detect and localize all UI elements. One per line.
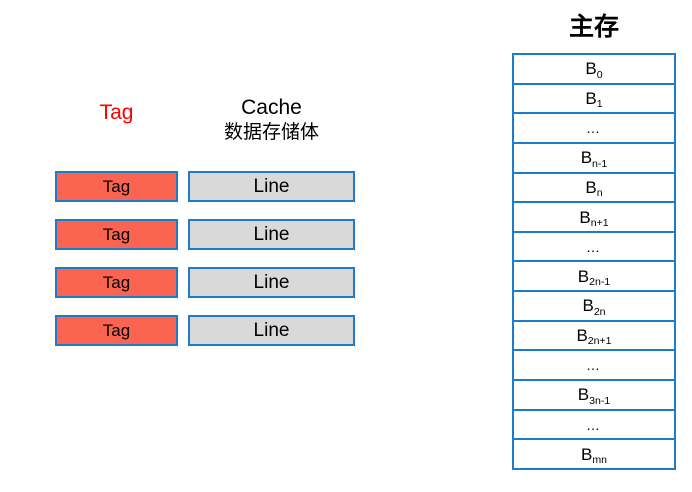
memory-block-subscript: 2n (593, 305, 606, 318)
memory-block-row[interactable]: B2n-1 (514, 262, 674, 293)
cache-column-header-line2: 数据存储体 (223, 122, 319, 143)
memory-block-subscript: n-1 (592, 157, 608, 170)
memory-block-row[interactable]: B1 (514, 84, 674, 115)
memory-block-row[interactable]: B0 (514, 55, 674, 85)
memory-block-base: B (577, 266, 590, 286)
memory-block-base: B (582, 296, 594, 316)
memory-block-row[interactable]: Bn-1 (514, 143, 674, 174)
memory-block-subscript: 1 (596, 98, 603, 111)
memory-block-base: B (579, 207, 591, 227)
memory-block-base: B (580, 148, 593, 168)
cache-line-cell[interactable]: Line (188, 315, 355, 346)
memory-block-label: Bn+1 (579, 207, 609, 229)
memory-block-label: Bn (585, 177, 603, 200)
memory-ellipsis-row[interactable]: … (514, 351, 674, 382)
memory-block-label: Bn-1 (580, 148, 608, 169)
memory-block-label: … (586, 120, 602, 137)
memory-block-subscript: 2n+1 (587, 335, 612, 348)
memory-block-label: B2n-1 (577, 266, 611, 289)
memory-block-subscript: 3n-1 (589, 394, 611, 407)
memory-block-subscript: n (596, 187, 603, 200)
memory-block-label: … (586, 357, 602, 374)
cache-headers: Tag Cache 数据存储体 (0, 92, 400, 162)
memory-block-subscript: n+1 (590, 216, 609, 229)
cache-tag-cell[interactable]: Tag (55, 171, 178, 202)
memory-block-label: B3n-1 (577, 385, 610, 406)
memory-block-label: … (586, 416, 602, 433)
memory-block-label: … (586, 238, 602, 255)
cache-line-cell[interactable]: Line (188, 267, 355, 298)
memory-ellipsis-row[interactable]: … (514, 232, 674, 263)
memory-block-row[interactable]: Bn+1 (514, 203, 674, 233)
memory-block-row[interactable]: Bmn (514, 440, 674, 468)
memory-ellipsis-row[interactable]: … (514, 114, 674, 144)
cache-line-cell[interactable]: Line (188, 219, 355, 250)
cache-column-header-line1: Cache (241, 96, 302, 119)
cache-tag-cell[interactable]: Tag (55, 315, 178, 346)
memory-block-row[interactable]: B2n (514, 292, 674, 322)
memory-block-base: B (576, 326, 588, 346)
memory-block-base: B (585, 59, 597, 79)
cache-tag-cell[interactable]: Tag (55, 267, 178, 298)
memory-block-row[interactable]: B2n+1 (514, 321, 674, 352)
memory-ellipsis-row[interactable]: … (514, 410, 674, 441)
cache-tag-cell[interactable]: Tag (55, 219, 178, 250)
memory-block-base: B (577, 385, 590, 405)
memory-block-subscript: 0 (596, 68, 603, 81)
memory-block-row[interactable]: Bn (514, 173, 674, 204)
memory-block-base: B (585, 177, 597, 197)
memory-block-base: B (581, 444, 593, 464)
cache-row: Tag Line (0, 315, 400, 346)
memory-block-label: B1 (585, 88, 603, 111)
main-memory-title: 主存 (568, 13, 619, 41)
memory-block-subscript: mn (592, 454, 607, 466)
cache-line-cell[interactable]: Line (188, 171, 355, 202)
cache-row: Tag Line (0, 219, 400, 250)
memory-block-row[interactable]: B3n-1 (514, 381, 674, 411)
cache-column-header: Cache 数据存储体 (188, 94, 355, 145)
memory-block-label: B2n (582, 296, 605, 317)
memory-block-subscript: 2n-1 (589, 276, 611, 289)
cache-row: Tag Line (0, 267, 400, 298)
memory-block-label: B2n+1 (576, 326, 612, 348)
tag-column-header: Tag (99, 101, 134, 124)
memory-block-base: B (585, 88, 597, 108)
memory-block-label: B0 (585, 59, 602, 80)
cache-row: Tag Line (0, 171, 400, 202)
memory-block-label: Bmn (581, 444, 607, 466)
